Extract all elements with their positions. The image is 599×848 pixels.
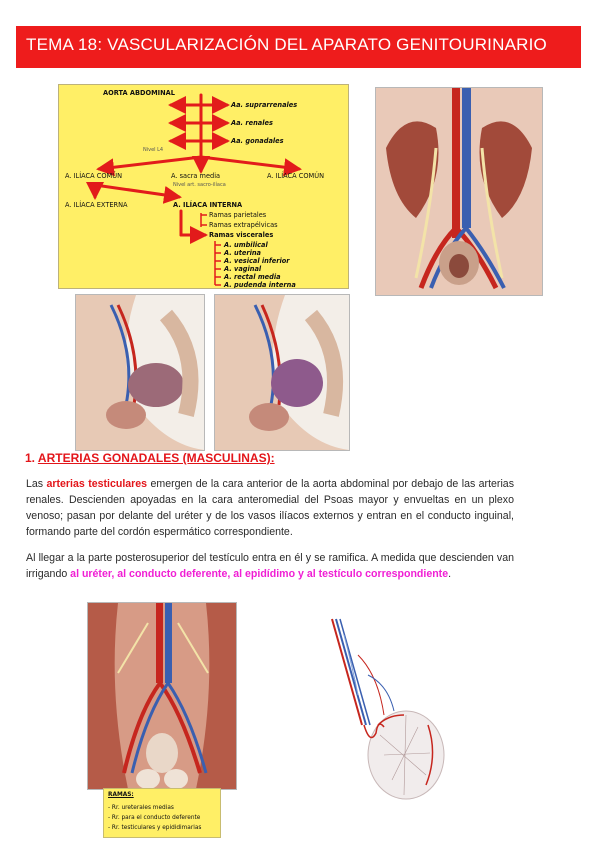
- ramas-item-1: - Rr. ureterales medias: [108, 805, 174, 811]
- visceral-vaginal: A. vaginal: [224, 265, 262, 273]
- paragraph-2-pre: Al llegar a la parte posterosuperior del…: [26, 552, 514, 580]
- paragraph-1-post: emergen de la cara anterior de la aorta …: [26, 478, 514, 538]
- ramas-item-2: - Rr. para el conducto deferente: [108, 815, 201, 821]
- ramas-extrapelvicas: Ramas extrapélvicas: [209, 221, 278, 229]
- visceral-rectal-media: A. rectal media: [224, 273, 281, 281]
- paragraph-2-post: .: [448, 568, 452, 580]
- anatomy-illustration-abdomen: [375, 87, 543, 296]
- anatomy-illustration-pelvis-sagittal-2: [214, 294, 350, 451]
- section-title: ARTERIAS GONADALES (MASCULINAS):: [37, 451, 275, 465]
- iliaca-comun-left: A. ILÍACA COMÚN: [65, 172, 122, 180]
- page-title: TEMA 18: VASCULARIZACIÓN DEL APARATO GEN…: [26, 35, 547, 54]
- ramas-item-3: - Rr. testiculares y epididimarias: [108, 825, 202, 831]
- nivel-art: Nivel art. sacro-ilíaca: [173, 182, 226, 188]
- section-number: 1.: [25, 451, 36, 465]
- aorta-label: AORTA ABDOMINAL: [103, 89, 175, 97]
- ramas-viscerales: Ramas viscerales: [209, 231, 274, 239]
- sacra-media: A. sacra media: [171, 172, 221, 180]
- visceral-umbilical: A. umbilical: [224, 241, 268, 249]
- paragraph-1-pre: Las: [26, 478, 47, 490]
- title-bar: [16, 26, 581, 68]
- branch-renales: Aa. renales: [231, 119, 273, 127]
- arterial-branching-diagram: AORTA ABDOMINAL Aa. suprarrenales Aa. re…: [58, 84, 349, 289]
- branch-gonadales: Aa. gonadales: [231, 137, 284, 145]
- iliaca-comun-right: A. ILÍACA COMÚN: [267, 172, 324, 180]
- paragraph-2: Al llegar a la parte posterosuperior del…: [26, 550, 514, 582]
- visceral-uterina: A. uterina: [224, 249, 261, 257]
- iliaca-interna: A. ILÍACA INTERNA: [173, 201, 243, 209]
- ramas-box: RAMAS: - Rr. ureterales medias - Rr. par…: [103, 788, 221, 838]
- nivel-l4: Nivel L4: [143, 147, 164, 153]
- anatomy-illustration-male-pelvis: [87, 602, 237, 790]
- anatomy-illustration-pelvis-sagittal-1: [75, 294, 205, 451]
- paragraph-1: Las arterias testiculares emergen de la …: [26, 476, 514, 540]
- ramas-parietales: Ramas parietales: [209, 211, 267, 219]
- section-heading: 1. ARTERIAS GONADALES (MASCULINAS):: [25, 451, 275, 465]
- paragraph-1-highlight: arterias testiculares: [46, 478, 148, 490]
- iliaca-externa: A. ILÍACA EXTERNA: [65, 201, 128, 209]
- anatomy-illustration-testicle: [318, 615, 454, 805]
- ramas-title: RAMAS:: [108, 792, 134, 798]
- visceral-pudenda-interna: A. pudenda interna: [224, 281, 296, 289]
- branch-suprarrenales: Aa. suprarrenales: [231, 101, 298, 109]
- visceral-vesical-inferior: A. vesical inferior: [224, 257, 290, 265]
- diagram-arrows: [86, 93, 302, 286]
- paragraph-2-highlight: al uréter, al conducto deferente, al epi…: [70, 568, 449, 580]
